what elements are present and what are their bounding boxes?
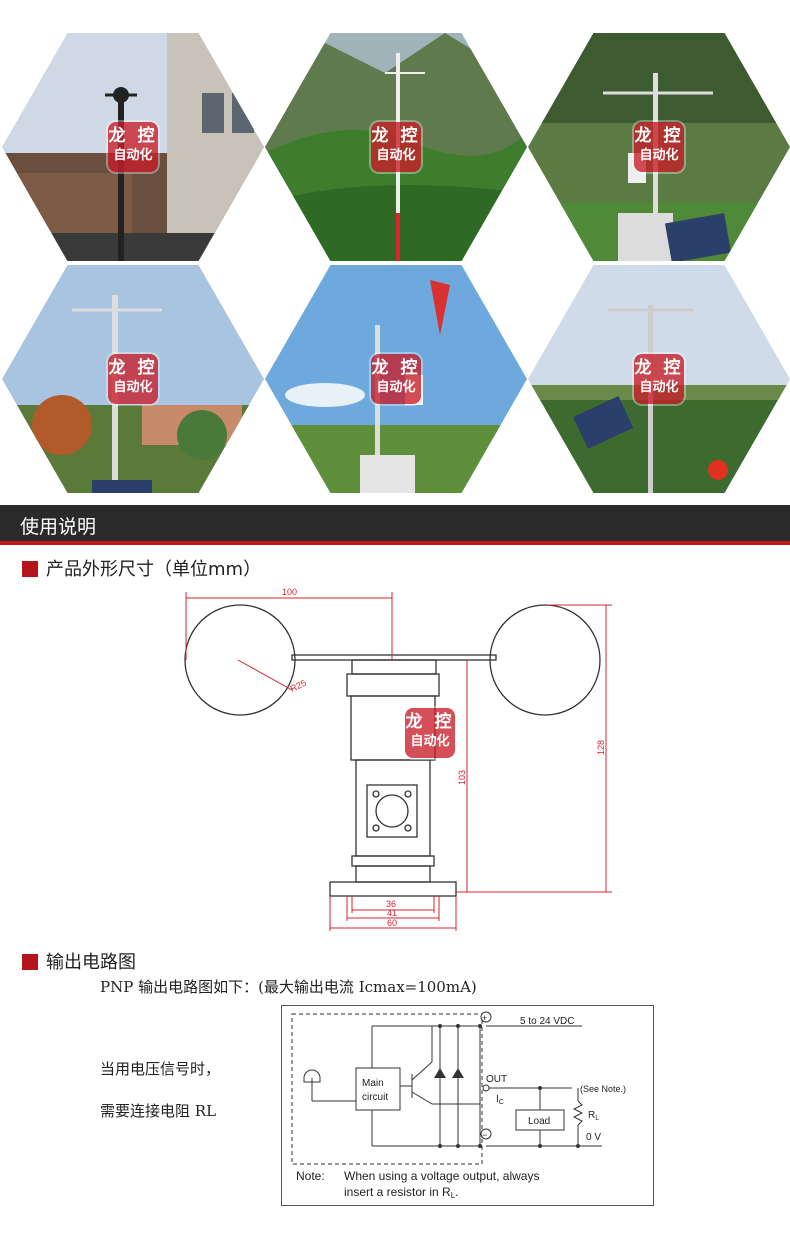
gallery-photo-6: 龙 控自动化 [528, 265, 790, 493]
terminal-plus-icon [480, 1011, 492, 1023]
minus-symbol: − [482, 1130, 487, 1140]
left-cup [184, 604, 296, 716]
watermark-logo: 龙 控自动化 [371, 122, 421, 172]
base-plate [329, 881, 457, 897]
gallery-photo-4: 龙 控自动化 [2, 265, 264, 493]
right-cup [489, 604, 601, 716]
zero-volt-label: 0 V [586, 1132, 601, 1143]
gallery-photo-1: 龙 控自动化 [2, 33, 264, 261]
section-bullet-icon [22, 561, 38, 577]
voltage-note-line2: 需要连接电阻 RL [100, 1102, 217, 1120]
note-label: Note: [296, 1169, 325, 1183]
note-line1: When using a voltage output, always [344, 1169, 539, 1183]
out-label: OUT [486, 1074, 507, 1085]
output-subtitle: PNP 输出电路图如下：(最大输出电流 Icmax=100mA) [100, 978, 477, 996]
section-bullet-icon [22, 954, 38, 970]
base-neck [355, 865, 431, 883]
plus-symbol: + [482, 1013, 487, 1023]
gallery-photo-3: 龙 控自动化 [528, 33, 790, 261]
main-circuit-box [355, 1067, 401, 1111]
watermark-logo: 龙 控自动化 [108, 122, 158, 172]
load-box [515, 1109, 565, 1131]
gallery-photo-5: 龙 控自动化 [265, 265, 527, 493]
upper-collar [346, 673, 440, 697]
terminal-minus-icon [480, 1128, 492, 1140]
watermark-logo: 龙 控自动化 [405, 708, 455, 758]
gallery-photo-2: 龙 控自动化 [265, 33, 527, 261]
pnp-circuit-diagram: 5 to 24 VDC Main circuit OUT IC (See Not… [281, 1005, 654, 1206]
terminal-out-icon [482, 1084, 490, 1092]
dim-width-41-label: 41 [387, 908, 397, 918]
dimension-drawing: 100 R25 128 103 36 41 60 [184, 587, 612, 931]
supply-label: 5 to 24 VDC [520, 1016, 574, 1027]
watermark-logo: 龙 控自动化 [634, 122, 684, 172]
product-gallery: 龙 控自动化 龙 控自动化 龙 控自动化 [0, 0, 790, 500]
connector-circle [375, 794, 409, 828]
main-circuit-label-1: Main [362, 1078, 384, 1089]
sensor-icon [303, 1069, 321, 1083]
usage-instructions-banner: 使用说明 [0, 505, 790, 545]
banner-title: 使用说明 [20, 516, 97, 538]
ic-label: IC [496, 1094, 504, 1106]
watermark-logo: 龙 控自动化 [371, 354, 421, 404]
rl-label: RL [588, 1110, 599, 1122]
load-label: Load [528, 1116, 550, 1127]
zener-diode-1 [434, 1068, 446, 1078]
dim-width-36-label: 36 [386, 899, 396, 909]
connector-plate [366, 784, 418, 838]
voltage-note-line1: 当用电压信号时， [100, 1060, 221, 1078]
main-circuit-label-2: circuit [362, 1092, 388, 1103]
cup-arm [291, 654, 497, 661]
resistor-rl [572, 1100, 584, 1126]
top-cap [351, 659, 437, 675]
lower-collar [351, 855, 435, 867]
see-note-label: (See Note.) [580, 1084, 626, 1094]
dim-height-body-label: 103 [457, 770, 467, 785]
note-line2: insert a resistor in RL. [344, 1185, 459, 1200]
watermark-logo: 龙 控自动化 [634, 354, 684, 404]
output-circuit-heading: 输出电路图 [22, 948, 136, 974]
dim-span-label: 100 [282, 587, 297, 597]
sensor-boundary [291, 1013, 483, 1165]
watermark-logo: 龙 控自动化 [108, 354, 158, 404]
dim-width-60-label: 60 [387, 918, 397, 928]
dim-height-total-label: 128 [596, 740, 606, 755]
dimensions-heading: 产品外形尺寸（单位mm） [22, 555, 261, 581]
zener-diode-2 [452, 1068, 464, 1078]
